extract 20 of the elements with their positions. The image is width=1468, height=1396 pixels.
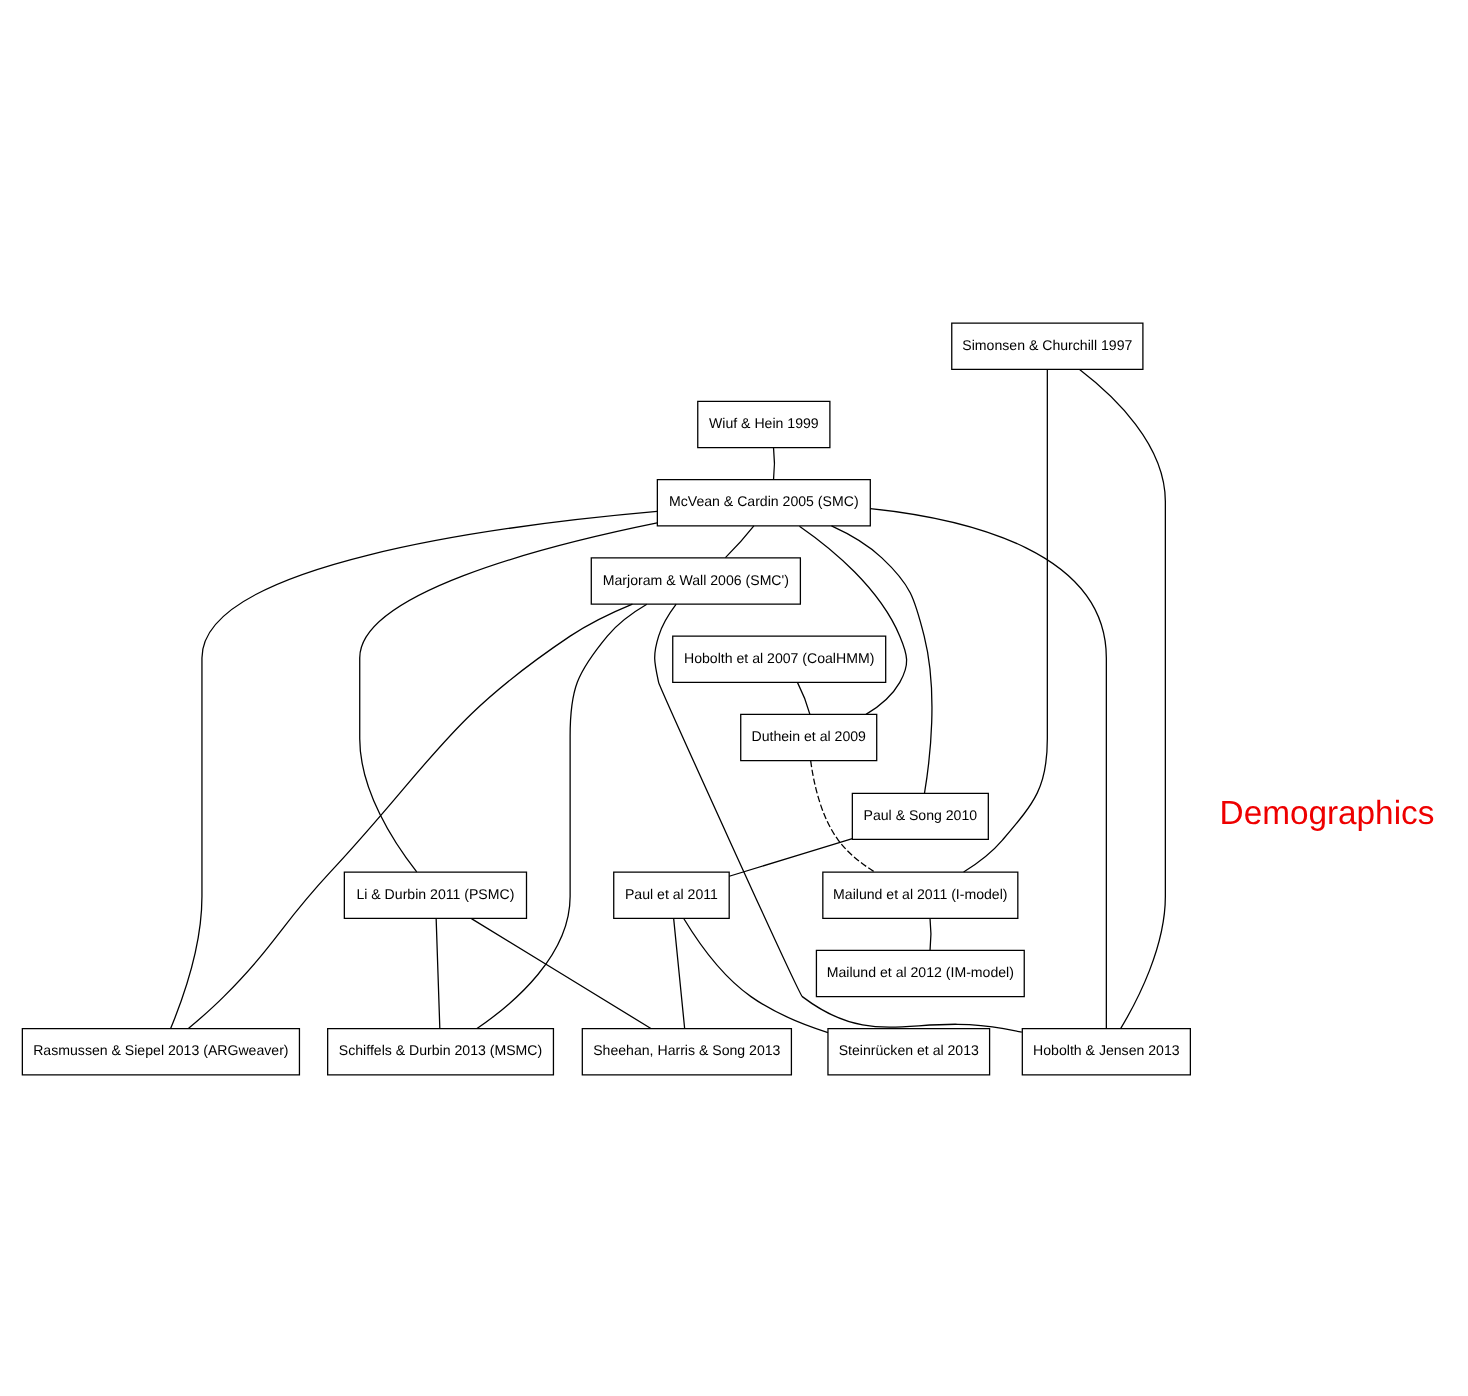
connector [929,916,932,950]
connector [673,916,686,1029]
connector [963,367,1048,872]
connector [772,446,776,479]
connector [798,524,908,714]
connector [796,680,811,714]
connector [435,916,441,1029]
connector [830,524,933,793]
connector [476,602,648,1029]
connector [359,521,658,872]
connector [683,917,829,1033]
connector [728,836,853,876]
connector [724,524,755,558]
connector [1078,367,1166,1029]
connector [188,602,634,1028]
connector [170,509,658,1029]
label: Demographics [1219,793,1435,832]
connector [869,506,1107,1029]
connector [470,916,652,1029]
connector [810,759,876,872]
